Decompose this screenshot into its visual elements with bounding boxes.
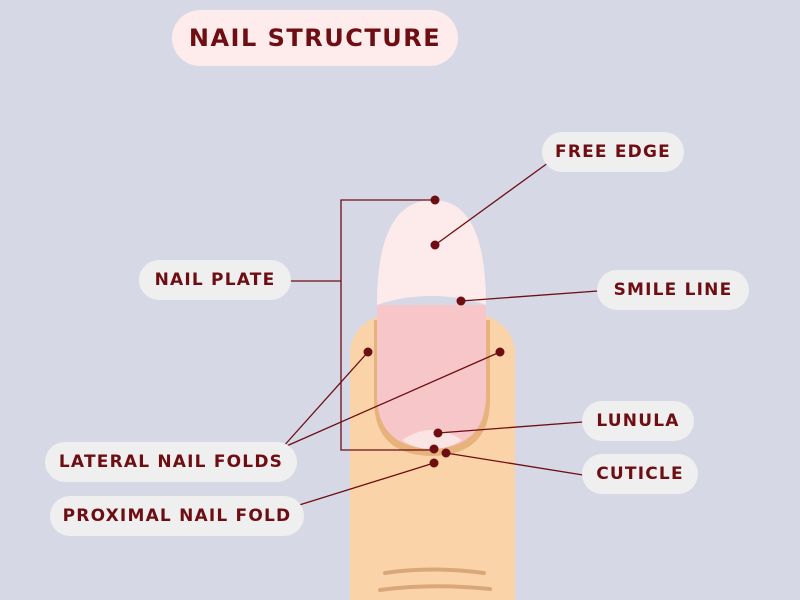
free-edge-leader (434, 159, 553, 246)
lunula-dot (433, 428, 443, 438)
lateral-fold-left-leader (281, 351, 369, 449)
free-edge-area (377, 200, 486, 305)
lateral-fold-left-dot (363, 347, 373, 357)
smile-line-leader (460, 290, 599, 302)
free-edge-dot (430, 240, 440, 250)
nail-plate-bottom-dot (429, 444, 439, 454)
lunula-area (402, 430, 462, 449)
lateral-fold-right-dot (495, 347, 505, 357)
knuckle-crease-bottom (378, 584, 492, 592)
proximal-fold-dot (429, 458, 439, 468)
smile-line-dot (456, 296, 466, 306)
proximal-fold-leader (295, 462, 435, 507)
label-free-edge: FREE EDGE (542, 132, 684, 172)
page-title: NAIL STRUCTURE (172, 10, 458, 66)
nail-plate-bracket (340, 199, 435, 451)
cuticle-leader (445, 452, 584, 476)
label-lunula: LUNULA (582, 401, 694, 441)
label-smile-line: SMILE LINE (597, 270, 749, 310)
lunula-leader (437, 421, 584, 434)
label-nail-plate: NAIL PLATE (139, 260, 291, 300)
label-proximal-nail-fold: PROXIMAL NAIL FOLD (50, 496, 304, 536)
label-lateral-nail-folds: LATERAL NAIL FOLDS (45, 442, 297, 482)
nail-bed (377, 305, 486, 449)
knuckle-crease-top (383, 567, 486, 575)
nail-plate-top-dot (430, 195, 440, 205)
lateral-fold-right-leader (281, 351, 501, 449)
label-cuticle: CUTICLE (582, 454, 698, 494)
cuticle-dot (441, 448, 451, 458)
